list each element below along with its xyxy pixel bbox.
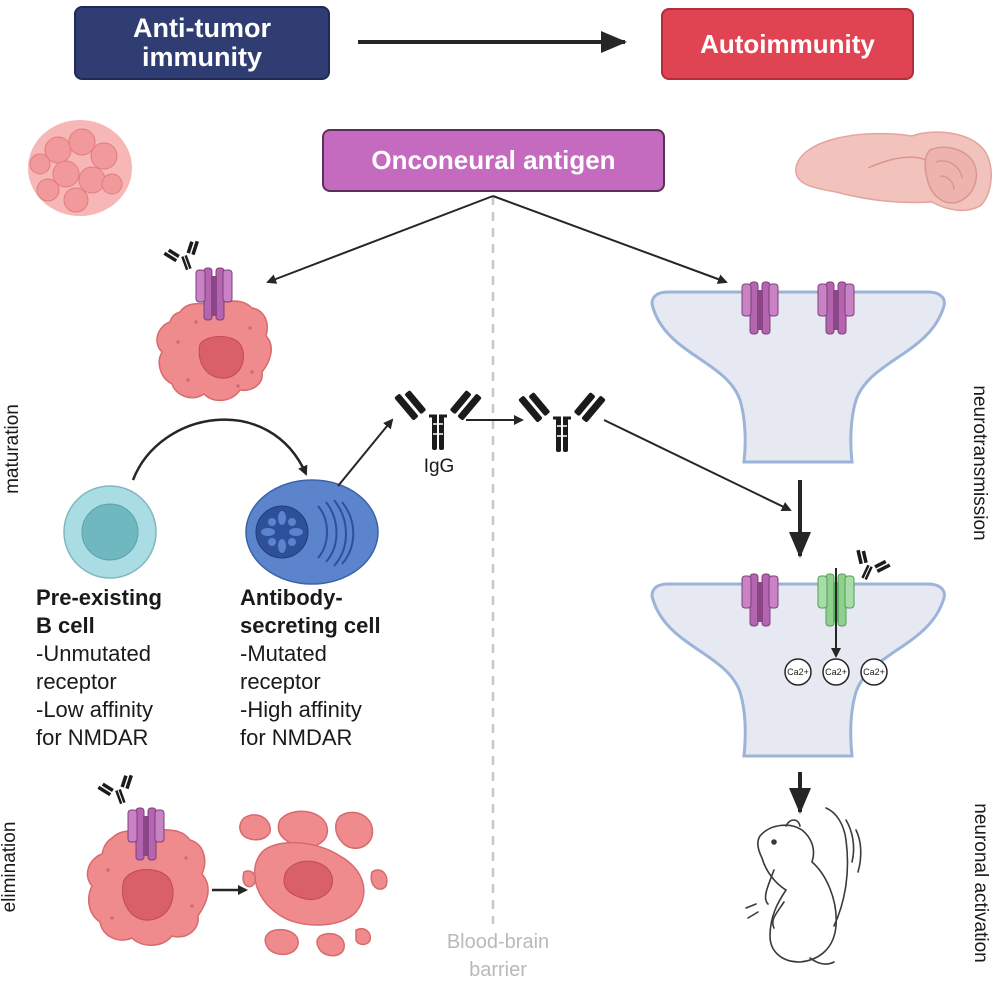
fragment-nucleus (283, 860, 334, 900)
ion-label-3: Ca2+ (863, 667, 885, 677)
arrow-antibody-to-synapse (603, 419, 792, 512)
b-cell-title-1: Pre-existing (36, 585, 162, 610)
synapse-top (650, 281, 946, 464)
b-cell-title-2: B cell (36, 613, 95, 638)
b-cell-description: Pre-existing B cell -Unmutated receptor … (36, 584, 162, 752)
secreting-cell-line-1: -Mutated (240, 641, 327, 666)
onconeural-antigen-label: Onconeural antigen (371, 145, 616, 175)
secreting-cell-line-4: for NMDAR (240, 725, 353, 750)
secreting-cell-title-1: Antibody- (240, 585, 343, 610)
b-cell-line-2: receptor (36, 669, 117, 694)
arrow-antigen-to-synapse (492, 195, 728, 284)
neuronal-activation-label: neuronal activation (970, 803, 991, 963)
onconeural-antigen-box: Onconeural antigen (322, 129, 665, 192)
b-cell-line-4: for NMDAR (36, 725, 149, 750)
autoimmunity-box: Autoimmunity (661, 8, 914, 80)
maturation-arrow (131, 418, 308, 481)
barrier-line-2: barrier (469, 959, 527, 981)
arrow-cell-to-igg (337, 418, 394, 487)
secreting-cell-line-2: receptor (240, 669, 321, 694)
elimination-label: elimination (0, 821, 20, 913)
anti-tumor-immunity-label: Anti-tumor immunity (133, 13, 271, 72)
mouse-icon (745, 807, 862, 965)
secreting-cell-description: Antibody- secreting cell -Mutated recept… (240, 584, 381, 752)
antibody-secreting-cell-icon (245, 479, 379, 585)
b-cell-line-3: -Low affinity (36, 697, 153, 722)
ion-label-1: Ca2+ (787, 667, 809, 677)
maturation-label: maturation (2, 404, 23, 494)
fragmented-tumor-cell (239, 810, 388, 957)
tumor-cluster-icon (28, 120, 132, 216)
secreting-cell-line-3: -High affinity (240, 697, 362, 722)
synapse-bottom: Ca2+ Ca2+ Ca2+ (650, 547, 946, 758)
secreting-cell-title-2: secreting cell (240, 613, 381, 638)
tumor-cell-top (156, 238, 272, 402)
neurotransmission-label: neurotransmission (969, 385, 990, 541)
b-cell-line-1: -Unmutated (36, 641, 151, 666)
b-cell-icon (63, 485, 157, 579)
blood-brain-barrier-label: Blood-brain barrier (418, 928, 578, 984)
barrier-line-1: Blood-brain (446, 931, 550, 953)
antibody-in-brain-icon (516, 390, 608, 454)
brain-icon (795, 131, 992, 212)
ion-label-2: Ca2+ (825, 667, 847, 677)
igg-label: IgG (423, 456, 455, 477)
arrow-antigen-to-tumor (266, 195, 494, 284)
autoimmunity-label: Autoimmunity (700, 28, 875, 59)
tumor-cell-bottom (86, 772, 209, 946)
anti-tumor-immunity-box: Anti-tumor immunity (74, 6, 330, 80)
